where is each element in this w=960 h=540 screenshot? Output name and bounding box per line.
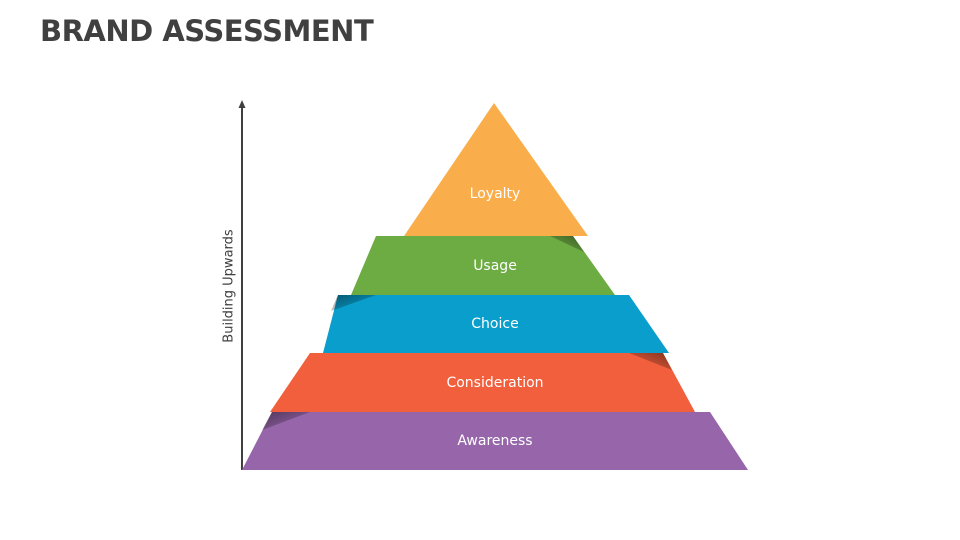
layer-shape [351, 236, 615, 295]
layer-label: Consideration [446, 375, 543, 391]
fold-shadow [629, 353, 672, 370]
layer-label: Choice [471, 316, 518, 332]
page-title: BRAND ASSESSMENT [40, 14, 374, 48]
layer-usage[interactable]: Usage [351, 236, 615, 295]
layer-shape [242, 412, 748, 470]
building-upwards-axis: Building Upwards [222, 100, 246, 470]
fold-shadow [331, 295, 376, 311]
layer-consideration[interactable]: Consideration [270, 353, 695, 412]
axis-label: Building Upwards [222, 229, 237, 343]
layer-choice[interactable]: Choice [323, 295, 669, 353]
layer-label: Loyalty [470, 186, 521, 202]
fold-shadow [550, 236, 584, 252]
arrow-up-icon [238, 100, 246, 108]
layer-shape [323, 295, 669, 353]
layer-label: Awareness [457, 433, 532, 449]
fold-shadow [262, 412, 310, 430]
layer-label: Usage [473, 258, 517, 274]
layer-shape [270, 353, 695, 412]
layer-awareness[interactable]: Awareness [242, 412, 748, 470]
layer-shape [404, 103, 588, 236]
layer-loyalty[interactable]: Loyalty [404, 103, 588, 236]
